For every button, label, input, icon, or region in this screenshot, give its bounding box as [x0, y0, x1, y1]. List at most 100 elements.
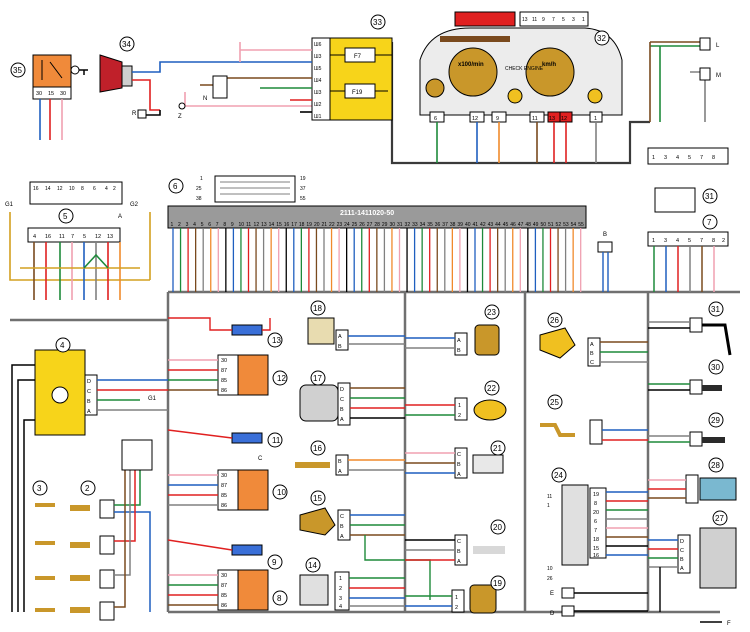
sensor-18: 1 2 19 — [451, 575, 506, 614]
sensor-30: 31 — [689, 301, 732, 356]
ecu-pin-26: 26 — [359, 222, 365, 228]
svg-text:15: 15 — [313, 494, 322, 503]
svg-text:30: 30 — [60, 91, 66, 97]
injectors-1: 2 — [70, 480, 96, 613]
ecu-pin-5: 5 — [201, 222, 204, 228]
svg-text:12: 12 — [561, 116, 567, 122]
svg-text:A: A — [590, 342, 594, 348]
svg-text:1: 1 — [455, 595, 458, 601]
relay-11: 30 87 85 86 12 — [217, 354, 288, 396]
svg-text:3: 3 — [339, 596, 342, 602]
sensor-22: A B 23 — [454, 304, 500, 356]
svg-text:5: 5 — [688, 238, 691, 244]
svg-text:B: B — [338, 459, 342, 465]
svg-text:86: 86 — [221, 603, 227, 609]
svg-text:30: 30 — [221, 573, 227, 579]
svg-text:5: 5 — [688, 155, 691, 161]
svg-text:86: 86 — [221, 388, 227, 394]
relay-7: 30 87 85 86 8 — [217, 569, 288, 611]
svg-text:13: 13 — [549, 116, 555, 122]
svg-text:22: 22 — [487, 384, 496, 393]
svg-text:A: A — [87, 409, 91, 415]
svg-text:L: L — [716, 43, 720, 49]
injector-junction — [121, 439, 153, 471]
svg-text:Ш4: Ш4 — [314, 78, 322, 84]
ecu-pin-13: 13 — [261, 222, 267, 228]
sensor-29: 30 — [689, 359, 724, 395]
ignition-module-3: D C B A 4 G1 — [34, 337, 157, 436]
ecu-pin-51: 51 — [548, 222, 554, 228]
sensor-17: 18 A B — [307, 300, 349, 351]
svg-text:B: B — [457, 549, 461, 555]
svg-text:11: 11 — [59, 234, 65, 240]
svg-text:21: 21 — [493, 444, 502, 453]
ecu-pin-44: 44 — [495, 222, 501, 228]
ecu-pin-8: 8 — [223, 222, 226, 228]
sensor-15: 16 B A — [295, 440, 349, 476]
svg-text:C: C — [680, 548, 684, 554]
ecu-pin-24: 24 — [344, 222, 350, 228]
svg-text:16: 16 — [313, 444, 322, 453]
svg-text:D: D — [550, 611, 555, 617]
svg-text:M: M — [716, 73, 721, 79]
fuse-10: 11 C — [231, 432, 283, 462]
svg-text:D: D — [680, 539, 684, 545]
connector-31-top: 1 3 4 5 7 8 — [647, 147, 729, 165]
ecu-pin-47: 47 — [518, 222, 524, 228]
ecu-part-number: 2111-1411020-50 — [340, 210, 394, 217]
ecu-pin-16: 16 — [284, 222, 290, 228]
ecu-pin-2: 2 — [178, 222, 181, 228]
cluster-wires — [436, 122, 597, 163]
c6-wires — [653, 246, 715, 292]
svg-text:19: 19 — [593, 492, 599, 498]
svg-text:Ш5: Ш5 — [314, 66, 322, 72]
svg-text:1: 1 — [339, 576, 342, 582]
svg-text:B: B — [680, 557, 684, 563]
connector-n — [212, 75, 228, 99]
svg-text:20: 20 — [593, 510, 599, 516]
svg-text:C: C — [590, 360, 594, 366]
svg-text:13: 13 — [107, 234, 113, 240]
svg-text:Ш3: Ш3 — [314, 54, 322, 60]
instrument-cluster-32: x100/min km/h CHECK ENGINE 32 — [419, 27, 623, 116]
svg-text:7: 7 — [700, 155, 703, 161]
svg-text:16: 16 — [45, 234, 51, 240]
right-column-wires — [648, 321, 690, 612]
relay35-wires — [39, 99, 63, 140]
injector-wires — [114, 440, 151, 612]
svg-text:N: N — [203, 96, 207, 102]
ecu-pin-17: 17 — [291, 222, 297, 228]
ecu-pin-21: 21 — [322, 222, 328, 228]
svg-text:3: 3 — [664, 155, 667, 161]
svg-text:D: D — [340, 387, 344, 393]
svg-text:2: 2 — [113, 186, 116, 192]
svg-text:G1: G1 — [148, 396, 157, 402]
svg-text:27: 27 — [715, 514, 724, 523]
svg-text:4: 4 — [60, 341, 65, 350]
svg-text:30: 30 — [221, 358, 227, 364]
svg-text:2: 2 — [458, 413, 461, 419]
ecu-pin-14: 14 — [269, 222, 275, 228]
ecu-pin-37: 37 — [442, 222, 448, 228]
svg-text:1: 1 — [458, 403, 461, 409]
svg-text:C: C — [457, 452, 461, 458]
svg-text:4: 4 — [33, 234, 36, 240]
svg-text:A: A — [457, 472, 461, 478]
svg-text:55: 55 — [300, 196, 306, 202]
injector-connectors — [99, 499, 115, 621]
connector-r — [137, 109, 147, 119]
ecu-pin-32: 32 — [405, 222, 411, 228]
svg-text:B: B — [340, 524, 344, 530]
svg-text:10: 10 — [547, 566, 553, 572]
svg-text:8: 8 — [81, 186, 84, 192]
svg-text:5: 5 — [83, 234, 86, 240]
ecu-pin-27: 27 — [367, 222, 373, 228]
svg-text:C: C — [258, 456, 263, 462]
svg-text:86: 86 — [221, 503, 227, 509]
ecu-pin-25: 25 — [352, 222, 358, 228]
svg-text:4: 4 — [676, 155, 679, 161]
svg-text:6: 6 — [93, 186, 96, 192]
svg-text:16: 16 — [33, 186, 39, 192]
fuse-8: 9 — [231, 544, 283, 570]
